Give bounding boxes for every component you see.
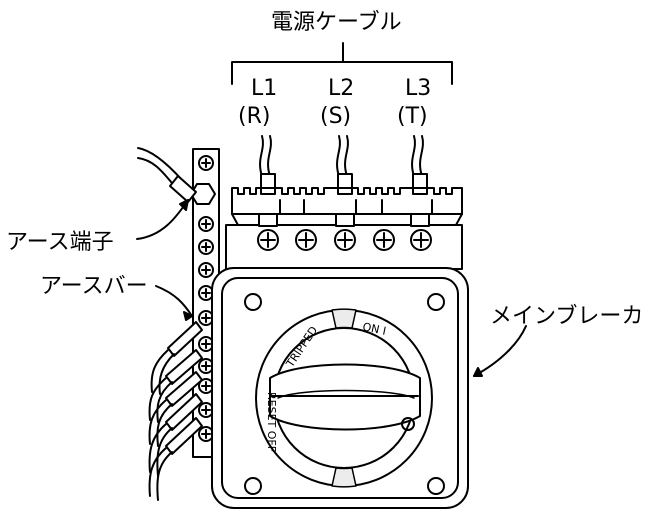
power-cable-label: 電源ケーブル xyxy=(271,10,402,35)
cable-l1 xyxy=(259,135,276,195)
terminal-screw-5 xyxy=(410,213,432,251)
breaker-mount-hole-bl xyxy=(244,477,262,495)
leader-main-breaker xyxy=(473,325,527,377)
terminal-screw-4 xyxy=(373,229,395,251)
breaker-mount-hole-tr xyxy=(427,293,445,311)
earth-wires xyxy=(148,321,203,501)
breaker-reset-off-text: RESET OFF xyxy=(265,392,278,452)
power-cable-bracket xyxy=(231,42,453,85)
terminal-screw-3 xyxy=(334,213,356,251)
phase-l2-label: L2 xyxy=(328,76,355,101)
phase-l2-sub-label: (S) xyxy=(320,104,352,129)
breaker-mount-hole-tl xyxy=(244,293,262,311)
earth-bar-label: アースバー xyxy=(40,274,148,299)
earth-bar-screws xyxy=(198,155,214,442)
terminal-screws xyxy=(257,213,432,251)
cable-l2 xyxy=(336,135,353,195)
phase-l1-label: L1 xyxy=(251,76,278,101)
breaker-on-text: ON I xyxy=(361,320,387,338)
phase-l3-label: L3 xyxy=(405,76,432,101)
leader-earth-terminal xyxy=(136,199,189,240)
breaker-mount-hole-br xyxy=(427,477,445,495)
terminal-screw-1 xyxy=(257,213,279,251)
phase-l1-sub-label: (R) xyxy=(238,104,271,129)
breaker-lock-hole xyxy=(401,417,415,431)
earth-cable xyxy=(137,147,197,203)
leader-earth-bar xyxy=(155,285,193,321)
earth-terminal-label: アース端子 xyxy=(6,230,114,255)
cable-l3 xyxy=(411,135,428,195)
main-breaker-label: メインブレーカ xyxy=(490,304,644,329)
phase-l3-sub-label: (T) xyxy=(397,104,428,129)
earth-bar xyxy=(190,148,220,458)
terminal-screw-2 xyxy=(295,229,317,251)
main-breaker: ON I TRIPPED RESET OFF xyxy=(211,267,469,509)
terminal-block xyxy=(225,187,463,270)
